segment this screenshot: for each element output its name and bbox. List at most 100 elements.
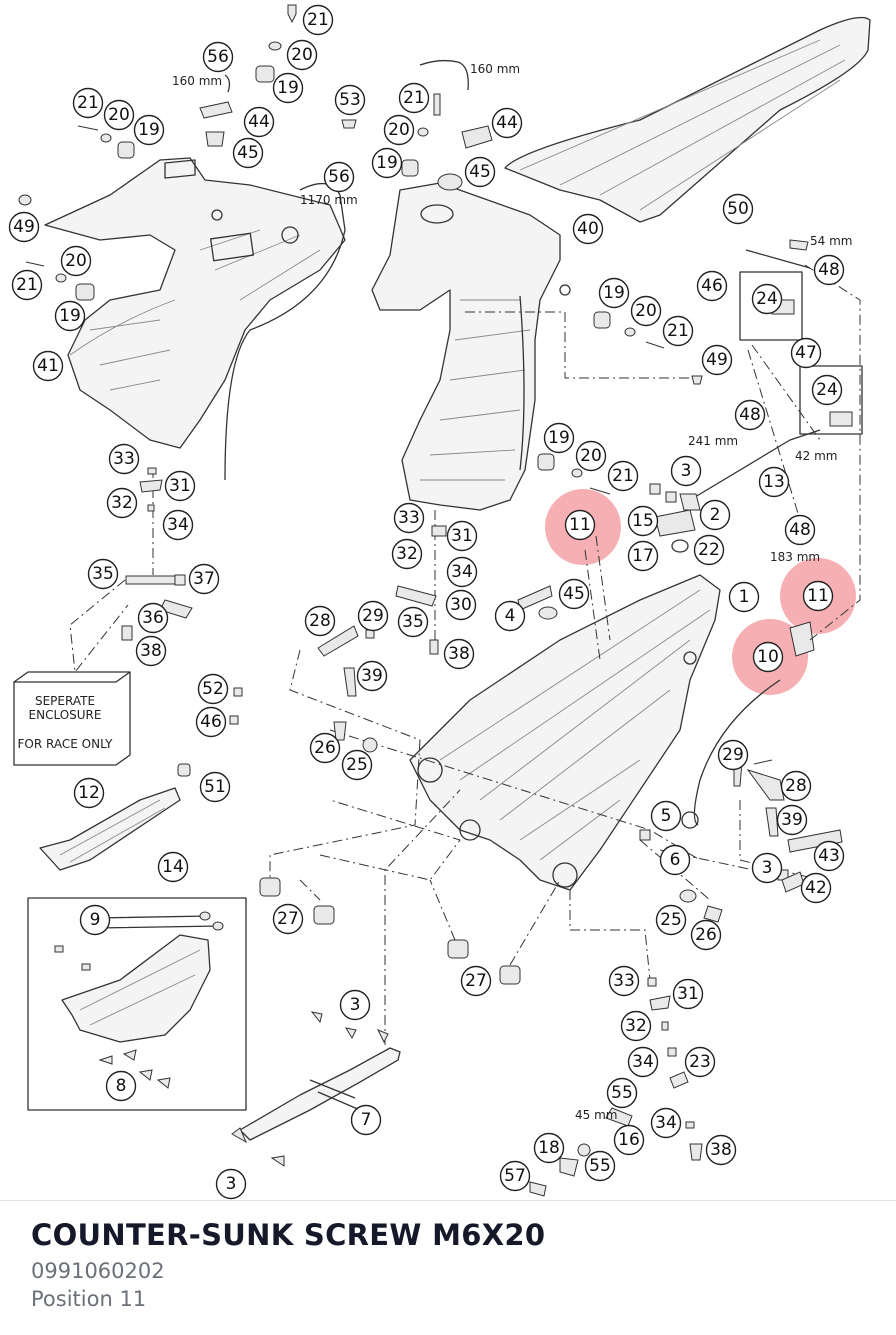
callout[interactable]: 43 <box>813 840 845 872</box>
callout[interactable]: 57 <box>499 1160 531 1192</box>
callout[interactable]: 19 <box>133 114 165 146</box>
callout[interactable]: 21 <box>607 460 639 492</box>
callout[interactable]: 21 <box>302 4 334 36</box>
callout[interactable]: 17 <box>627 540 659 572</box>
callout[interactable]: 30 <box>445 589 477 621</box>
callout[interactable]: 23 <box>684 1046 716 1078</box>
callout[interactable]: 21 <box>11 269 43 301</box>
callout[interactable]: 20 <box>575 440 607 472</box>
callout[interactable]: 32 <box>620 1010 652 1042</box>
callout[interactable]: 45 <box>232 137 264 169</box>
callout[interactable]: 31 <box>164 470 196 502</box>
callout[interactable]: 35 <box>87 558 119 590</box>
callout[interactable]: 47 <box>790 337 822 369</box>
callout[interactable]: 34 <box>446 556 478 588</box>
callout[interactable]: 53 <box>334 84 366 116</box>
callout[interactable]: 33 <box>608 965 640 997</box>
callout[interactable]: 44 <box>491 107 523 139</box>
callout[interactable]: 4 <box>494 600 526 632</box>
callout[interactable]: 18 <box>533 1132 565 1164</box>
callout[interactable]: 33 <box>393 502 425 534</box>
callout[interactable]: 39 <box>776 804 808 836</box>
callout[interactable]: 19 <box>54 300 86 332</box>
callout[interactable]: 31 <box>672 978 704 1010</box>
callout[interactable]: 31 <box>446 520 478 552</box>
callout[interactable]: 41 <box>32 350 64 382</box>
callout[interactable]: 33 <box>108 443 140 475</box>
callout[interactable]: 20 <box>286 39 318 71</box>
callout[interactable]: 24 <box>811 374 843 406</box>
callout[interactable]: 6 <box>659 844 691 876</box>
callout[interactable]: 32 <box>391 538 423 570</box>
callout[interactable]: 35 <box>397 606 429 638</box>
callout[interactable]: 9 <box>79 904 111 936</box>
callout[interactable]: 38 <box>705 1134 737 1166</box>
callout[interactable]: 27 <box>272 903 304 935</box>
callout[interactable]: 56 <box>202 41 234 73</box>
callout[interactable]: 38 <box>135 635 167 667</box>
callout[interactable]: 19 <box>371 147 403 179</box>
callout[interactable]: 26 <box>309 732 341 764</box>
callout[interactable]: 56 <box>323 161 355 193</box>
callout[interactable]: 27 <box>460 965 492 997</box>
callout[interactable]: 1 <box>728 581 760 613</box>
callout[interactable]: 19 <box>272 72 304 104</box>
callout[interactable]: 39 <box>356 660 388 692</box>
callout[interactable]: 50 <box>722 193 754 225</box>
callout[interactable]: 19 <box>543 422 575 454</box>
callout[interactable]: 3 <box>670 455 702 487</box>
callout[interactable]: 34 <box>627 1046 659 1078</box>
callout[interactable]: 14 <box>157 851 189 883</box>
callout[interactable]: 49 <box>8 211 40 243</box>
callout[interactable]: 29 <box>357 600 389 632</box>
callout[interactable]: 3 <box>751 852 783 884</box>
callout[interactable]: 12 <box>73 777 105 809</box>
callout[interactable]: 3 <box>215 1168 247 1200</box>
callout[interactable]: 34 <box>162 509 194 541</box>
callout[interactable]: 40 <box>572 213 604 245</box>
callout[interactable]: 5 <box>650 800 682 832</box>
callout[interactable]: 36 <box>137 602 169 634</box>
callout[interactable]: 46 <box>696 270 728 302</box>
callout[interactable]: 44 <box>243 106 275 138</box>
callout[interactable]: 20 <box>60 245 92 277</box>
callout[interactable]: 48 <box>813 254 845 286</box>
callout[interactable]: 48 <box>784 514 816 546</box>
callout[interactable]: 3 <box>339 989 371 1021</box>
callout[interactable]: 45 <box>464 156 496 188</box>
callout[interactable]: 38 <box>443 638 475 670</box>
callout[interactable]: 13 <box>758 466 790 498</box>
callout[interactable]: 37 <box>188 563 220 595</box>
callout[interactable]: 52 <box>197 673 229 705</box>
callout[interactable]: 45 <box>558 578 590 610</box>
callout[interactable]: 19 <box>598 277 630 309</box>
callout[interactable]: 21 <box>662 315 694 347</box>
callout[interactable]: 22 <box>693 534 725 566</box>
callout[interactable]: 21 <box>72 87 104 119</box>
callout[interactable]: 21 <box>398 82 430 114</box>
callout[interactable]: 25 <box>341 749 373 781</box>
callout[interactable]: 42 <box>800 872 832 904</box>
callout[interactable]: 25 <box>655 904 687 936</box>
callout[interactable]: 32 <box>106 487 138 519</box>
callout[interactable]: 10 <box>752 641 784 673</box>
callout[interactable]: 28 <box>304 605 336 637</box>
callout[interactable]: 16 <box>613 1124 645 1156</box>
callout[interactable]: 49 <box>701 344 733 376</box>
callout-11-selected[interactable]: 11 <box>802 580 834 612</box>
callout[interactable]: 20 <box>103 99 135 131</box>
callout[interactable]: 15 <box>627 505 659 537</box>
callout[interactable]: 20 <box>383 114 415 146</box>
callout[interactable]: 2 <box>699 499 731 531</box>
callout[interactable]: 29 <box>717 739 749 771</box>
callout[interactable]: 46 <box>195 706 227 738</box>
callout[interactable]: 51 <box>199 771 231 803</box>
callout[interactable]: 55 <box>606 1077 638 1109</box>
callout[interactable]: 7 <box>350 1104 382 1136</box>
callout[interactable]: 55 <box>584 1150 616 1182</box>
callout[interactable]: 24 <box>751 283 783 315</box>
callout[interactable]: 20 <box>630 295 662 327</box>
callout[interactable]: 34 <box>650 1107 682 1139</box>
callout-11-selected[interactable]: 11 <box>564 509 596 541</box>
callout[interactable]: 8 <box>105 1070 137 1102</box>
